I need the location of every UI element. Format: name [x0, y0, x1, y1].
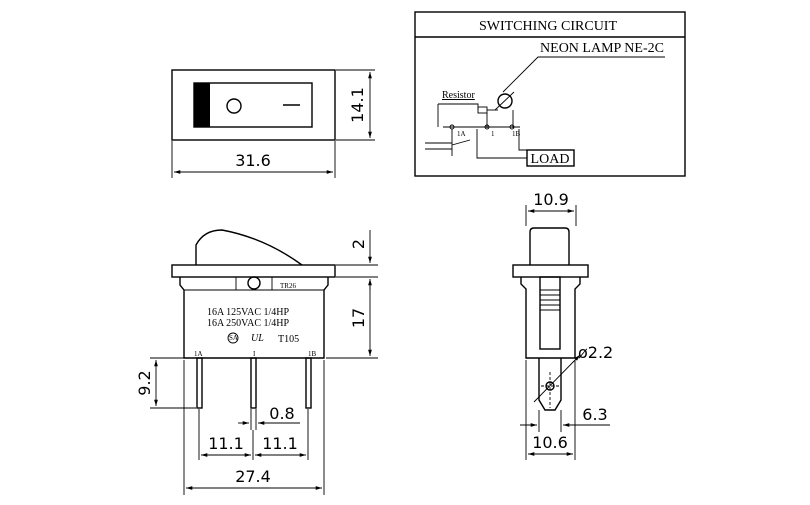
tab-width-dim: 6.3	[582, 405, 607, 424]
side-view: ø2.2 10.9 6.3 10.6	[512, 190, 613, 460]
lamp-label: NEON LAMP NE-2C	[540, 41, 664, 56]
top-width-dim: 31.6	[235, 151, 271, 170]
term-1a: 1A	[457, 130, 466, 138]
side-rocker	[529, 227, 570, 265]
side-flange	[512, 264, 589, 278]
pitch-right-dim: 11.1	[262, 434, 298, 453]
indicator-hole-icon	[247, 276, 261, 290]
pin-1b	[305, 357, 312, 409]
load-label: LOAD	[531, 152, 570, 167]
rating-line-2: 16A 250VAC 1/4HP	[207, 318, 289, 329]
top-height-dim: 14.1	[348, 87, 367, 123]
pin-1a	[196, 357, 203, 409]
switching-circuit: SWITCHING CIRCUIT NEON LAMP NE-2C Resist…	[414, 11, 686, 177]
top-view: 14.1 31.6	[171, 69, 375, 178]
resistor-label: Resistor	[442, 90, 475, 101]
top-view-outline	[171, 69, 336, 141]
resistor-icon	[477, 106, 488, 114]
pitch-left-dim: 11.1	[208, 434, 244, 453]
pin-label-1b: 1B	[308, 350, 317, 358]
ul-mark: UL	[251, 333, 264, 344]
model-code: TR26	[280, 282, 296, 290]
pin-label-1: I	[253, 350, 256, 358]
term-1b: 1B	[512, 130, 521, 138]
pin-1	[250, 357, 257, 409]
front-view: TR26 16A 125VAC 1/4HP 16A 250VAC 1/4HP S…	[135, 229, 378, 495]
pin-thickness-dim: 0.8	[269, 404, 294, 423]
pin-label-1a: 1A	[194, 350, 203, 358]
rocker-profile	[195, 229, 303, 266]
rating-line-1: 16A 125VAC 1/4HP	[207, 307, 289, 318]
side-latch	[539, 276, 561, 350]
circuit-frame	[414, 11, 686, 177]
body-height-dim: 17	[349, 308, 368, 328]
side-tab	[538, 358, 562, 411]
neon-lamp-icon	[497, 93, 513, 109]
hole-dim: ø2.2	[578, 343, 613, 362]
csa-icon	[227, 332, 239, 344]
side-bottom-width-dim: 10.6	[532, 433, 568, 452]
overall-width-dim: 27.4	[235, 467, 271, 486]
off-symbol-icon	[226, 98, 242, 114]
csa-mark: SA	[229, 334, 238, 342]
rocker-dark-edge	[194, 83, 210, 127]
load-box	[526, 149, 575, 167]
series-code: T105	[278, 334, 299, 345]
circuit-title: SWITCHING CIRCUIT	[479, 19, 617, 34]
front-flange	[171, 264, 336, 278]
rocker-height-dim: 2	[349, 239, 368, 249]
term-1: 1	[491, 130, 495, 138]
pin-length-dim: 9.2	[135, 370, 154, 395]
side-top-width-dim: 10.9	[533, 190, 569, 209]
